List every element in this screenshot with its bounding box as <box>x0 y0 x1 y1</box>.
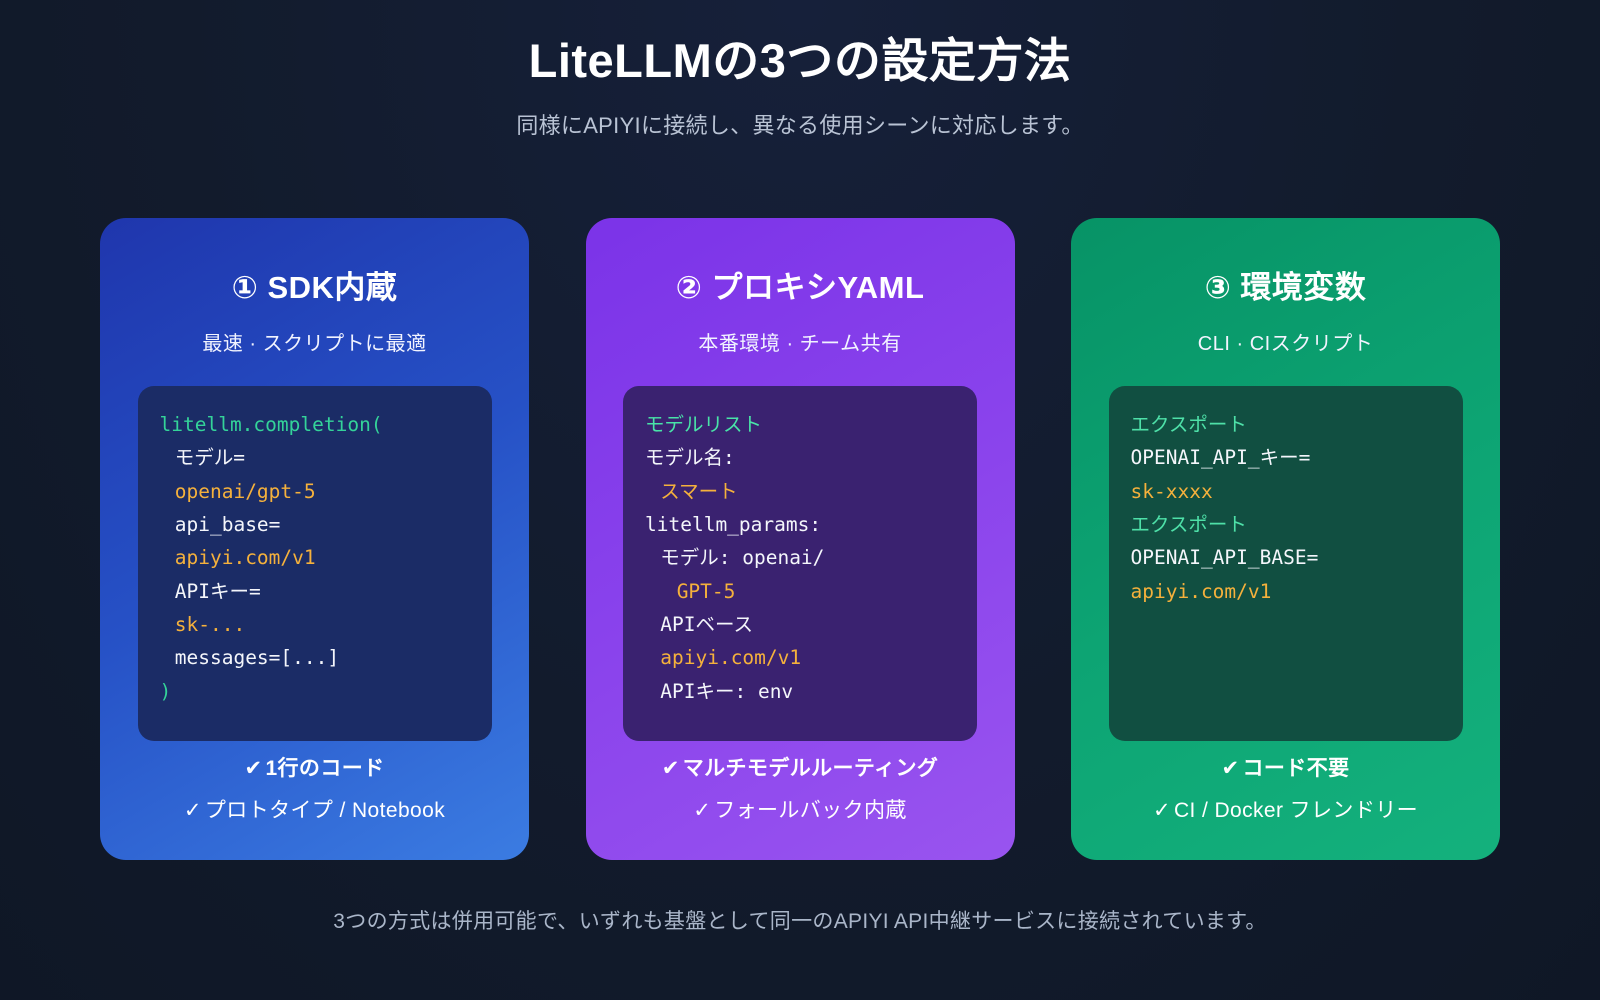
code-line: APIキー: env <box>660 679 794 703</box>
code-line: apiyi.com/v1 <box>660 646 802 670</box>
page-subtitle: 同様にAPIYIに接続し、異なる使用シーンに対応します。 <box>516 113 1084 139</box>
feature-list: ✔1行のコード ✓プロトタイプ / Notebook <box>128 752 501 836</box>
check-icon: ✓ <box>183 799 202 822</box>
footer-note: 3つの方式は併用可能で、いずれも基盤として同一のAPIYI API中継サービスに… <box>333 910 1267 933</box>
code-line: sk-... <box>174 613 246 637</box>
code-line: messages=[...] <box>174 646 340 670</box>
check-icon: ✔ <box>244 757 263 780</box>
feature-item: ✓プロトタイプ / Notebook <box>128 794 501 824</box>
code-line: エクスポート <box>1130 413 1247 436</box>
card-title: ③ 環境変数 <box>1204 270 1367 305</box>
code-line: モデルリスト <box>645 413 763 436</box>
cards-row: ① SDK内蔵 最速 · スクリプトに最適 litellm.completion… <box>100 218 1500 860</box>
code-line: OPENAI_API_BASE= <box>1130 546 1319 570</box>
card-proxy-yaml: ② プロキシYAML 本番環境 · チーム共有 モデルリストモデル名: スマート l… <box>585 218 1015 860</box>
check-icon: ✓ <box>1152 799 1171 822</box>
code-block: エクスポート OPENAI_API_キー= sk-xxxx エクスポート OPENAI_… <box>1108 386 1463 741</box>
check-icon: ✔ <box>1221 757 1240 780</box>
code-line: openai/gpt-5 <box>174 479 316 503</box>
check-icon: ✓ <box>693 799 712 822</box>
feature-label: コード不要 <box>1242 757 1350 780</box>
code-block: モデルリストモデル名: スマート litellm_params: モデル: opena… <box>623 386 977 741</box>
feature-item: ✔1行のコード <box>128 752 501 782</box>
card-subtitle: 本番環境 · チーム共有 <box>698 333 902 355</box>
card-sdk-builtin: ① SDK内蔵 最速 · スクリプトに最適 litellm.completion… <box>100 218 529 860</box>
feature-label: マルチモデルルーティング <box>682 757 939 780</box>
code-line: apiyi.com/v1 <box>174 546 316 570</box>
feature-label: CI / Docker フレンドリー <box>1173 799 1419 822</box>
card-title: ① SDK内蔵 <box>231 270 398 305</box>
feature-item: ✔コード不要 <box>1099 752 1472 782</box>
code-line: litellm_params: <box>645 513 822 537</box>
feature-list: ✔マルチモデルルーティング ✓フォールバック内蔵 <box>614 752 987 836</box>
code-line: OPENAI_API_キー= <box>1130 446 1311 470</box>
feature-label: 1行のコード <box>265 757 385 780</box>
code-block: litellm.completion( モデル= openai/gpt-5 api_b… <box>137 386 492 741</box>
card-env-vars: ③ 環境変数 CLI · CIスクリプト エクスポート OPENAI_API_キー… <box>1071 218 1500 860</box>
code-line: api_base= <box>174 513 281 537</box>
feature-label: プロトタイプ / Notebook <box>204 799 446 822</box>
code-line: GPT-5 <box>676 579 736 603</box>
code-line: スマート <box>660 479 738 503</box>
code-line: sk-xxxx <box>1130 479 1213 503</box>
check-icon: ✔ <box>661 757 680 780</box>
code-line: モデル: openai/ <box>660 546 825 570</box>
feature-item: ✓フォールバック内蔵 <box>614 794 987 824</box>
feature-item: ✓CI / Docker フレンドリー <box>1099 794 1472 824</box>
card-subtitle: 最速 · スクリプトに最適 <box>202 333 427 355</box>
page-title: LiteLLMの3つの設定方法 <box>528 34 1072 87</box>
code-line: APIキー= <box>174 579 261 603</box>
card-title: ② プロキシYAML <box>675 270 925 305</box>
code-line: モデル名: <box>645 446 735 470</box>
code-line: エクスポート <box>1130 513 1247 537</box>
card-subtitle: CLI · CIスクリプト <box>1197 333 1374 355</box>
code-line: ) <box>159 679 172 703</box>
code-line: apiyi.com/v1 <box>1130 579 1272 603</box>
code-line: モデル= <box>174 446 245 470</box>
code-line: litellm.completion( <box>159 413 383 436</box>
code-line: APIベース <box>660 613 753 637</box>
header: LiteLLMの3つの設定方法 同様にAPIYIに接続し、異なる使用シーンに対応… <box>0 0 1600 140</box>
feature-list: ✔コード不要 ✓CI / Docker フレンドリー <box>1099 752 1472 836</box>
feature-label: フォールバック内蔵 <box>714 799 907 822</box>
feature-item: ✔マルチモデルルーティング <box>614 752 987 782</box>
